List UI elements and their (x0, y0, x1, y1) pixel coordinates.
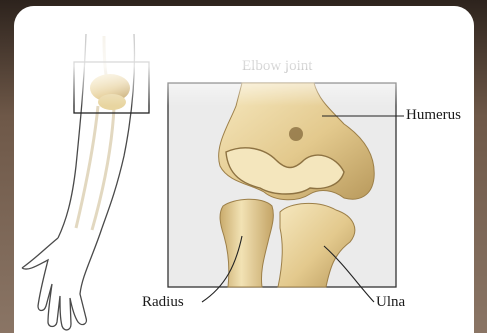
hand-outline (22, 228, 102, 330)
elbow-illustration (14, 6, 474, 333)
label-radius: Radius (142, 294, 184, 311)
figure-card: Elbow joint Humerus Radius Ulna (14, 6, 474, 333)
label-ulna: Ulna (376, 294, 405, 311)
arm-bones-faint (76, 36, 114, 230)
figure-title: Elbow joint (242, 58, 312, 75)
elbow-thumbnail (90, 74, 130, 110)
arm-right-edge (102, 34, 135, 228)
label-humerus: Humerus (406, 107, 461, 124)
